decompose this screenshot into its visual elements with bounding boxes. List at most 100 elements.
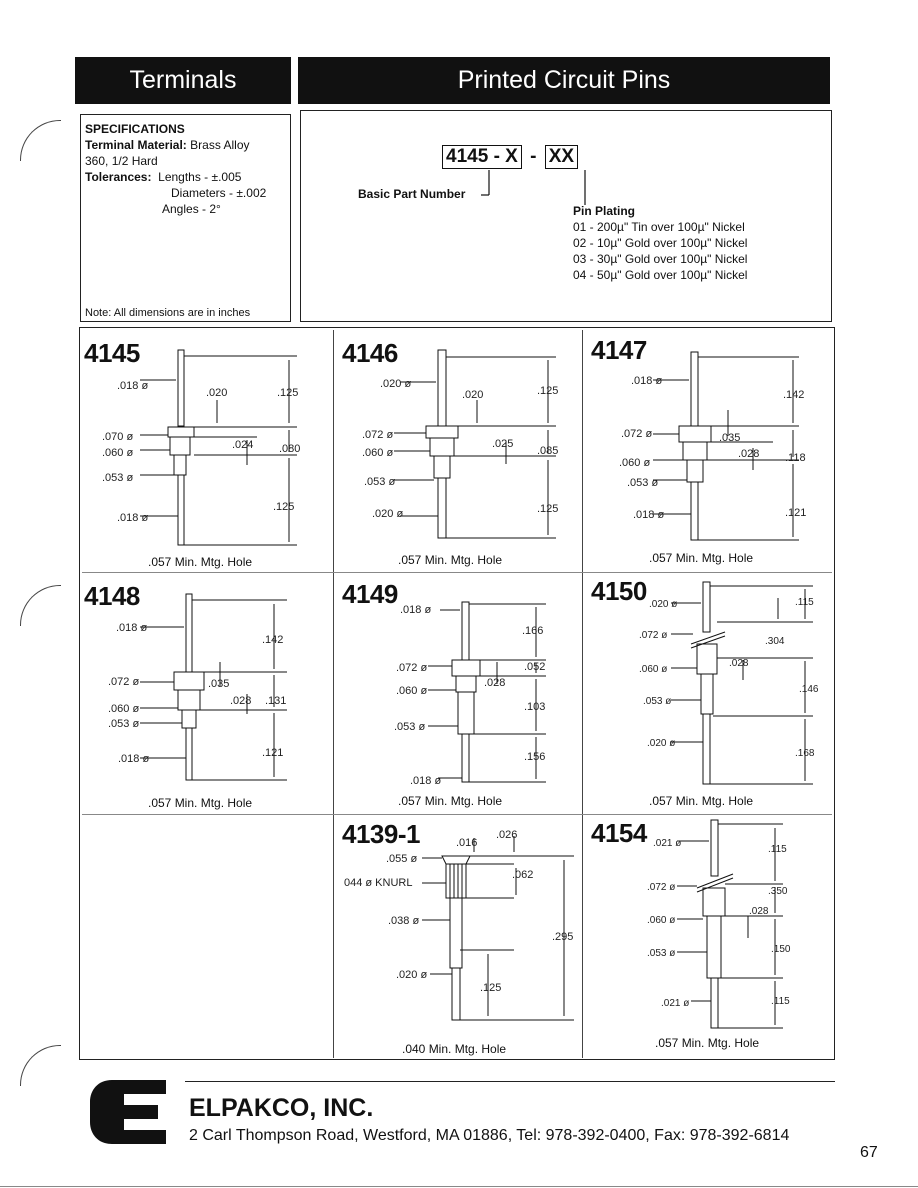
dim-label: .028 [738,448,759,460]
drawing-grid [79,327,835,1060]
dim-label: .028 [230,695,251,707]
dim-label: .016 [456,837,477,849]
dim-label: .072 ø [108,676,139,688]
part-number: 4148 [84,581,140,611]
dim-label: .125 [480,982,501,994]
grid-divider [333,330,334,1058]
dim-label: .053 ø [394,721,425,733]
dim-label: .020 [206,387,227,399]
part-cell-4147: 4147 .018 ø .072 ø .060 ø .053 ø .018 ø … [583,330,833,572]
dim-label: .142 [783,389,804,401]
dim-label: .053 ø [102,472,133,484]
dim-label: .072 ø [362,429,393,441]
dim-label: .035 [208,678,229,690]
dim-label: .121 [262,747,283,759]
dimension-labels: .020 ø .072 ø .060 ø .053 ø .020 ø .020 … [362,378,558,520]
pin-drawing [140,593,287,781]
material-label: Terminal Material: [85,138,187,152]
binder-hole-arc [20,585,61,626]
pin-drawing [671,581,813,785]
part-cell-4148: 4148 .018 ø .072 ø .060 ø .053 ø .018 ø … [82,574,332,814]
elpakco-logo [90,1080,166,1144]
dim-label: .115 [795,597,814,608]
part-number: 4139-1 [342,819,420,849]
pin-drawing [653,351,799,541]
dim-label: .018 ø [633,509,664,521]
part-number: 4147 [591,335,647,365]
part-code: 4145 - X - XX [442,145,579,169]
dim-label: .072 ø [621,428,652,440]
dim-label: .115 [768,844,787,855]
dim-label: .020 ø [380,378,411,390]
mounting-hole-label: .057 Min. Mtg. Hole [148,555,253,569]
dim-label: .021 ø [653,838,681,849]
dim-label: .018 ø [117,512,148,524]
dim-label: .053 ø [108,718,139,730]
dim-label: .350 [768,886,788,897]
dim-label: .018 ø [116,622,147,634]
dim-label: .060 ø [396,685,427,697]
dim-label: .125 [277,387,298,399]
dim-label: .072 ø [647,882,675,893]
dim-label: .060 ø [639,664,667,675]
mounting-hole-label: .057 Min. Mtg. Hole [148,796,253,810]
plating-option: 03 - 30µ" Gold over 100µ" Nickel [573,252,748,266]
dim-label: .053 ø [643,696,671,707]
dim-label: .156 [524,751,545,763]
plating-option: 02 - 10µ" Gold over 100µ" Nickel [573,236,748,250]
dimensions-note: Note: All dimensions are in inches [85,307,251,319]
mounting-hole-label: .057 Min. Mtg. Hole [649,551,754,565]
dim-label: .125 [537,385,558,397]
tolerance-angles: Angles - 2° [162,202,221,216]
company-name: ELPAKCO, INC. [189,1094,374,1122]
dim-label: .020 [462,389,483,401]
plating-option: 04 - 50µ" Gold over 100µ" Nickel [573,268,748,282]
dim-label: .018 ø [400,604,431,616]
part-cell-4145: 4145 .018 ø .070 ø .060 ø .053 ø .018 ø … [82,330,332,572]
tolerance-lengths: Lengths - ±.005 [158,170,242,184]
dim-label: .018 ø [631,375,662,387]
grid-divider [82,814,832,815]
dim-label: .020 ø [649,599,677,610]
dim-label: .062 [512,869,533,881]
material-value-2: 360, 1/2 Hard [85,154,158,168]
material-value: Brass Alloy [190,138,250,152]
dim-label: .060 ø [647,915,675,926]
specifications-box: SPECIFICATIONS Terminal Material: Brass … [80,114,291,322]
dim-label: .028 [749,906,769,917]
pin-drawing [428,601,546,783]
dim-label: .103 [524,701,545,713]
part-number: 4154 [591,818,647,848]
dim-label: .080 [279,443,300,455]
dim-label: .150 [771,944,791,955]
plating-list: Pin Plating 01 - 200µ" Tin over 100µ" Ni… [573,203,747,283]
part-code-box: 4145 - X - XX Basic Part Number Pin Plat… [300,110,832,322]
part-number: 4149 [342,579,398,609]
dim-label: .055 ø [386,853,417,865]
grid-divider [82,572,832,573]
plating-heading: Pin Plating [573,204,636,218]
part-code-leaders [481,170,586,205]
dimension-labels: .018 ø .072 ø .060 ø .053 ø .018 ø .028 … [394,604,545,787]
dim-label: .060 ø [619,457,650,469]
dim-label: .052 [524,661,545,673]
printed-circuit-pins-title: Printed Circuit Pins [457,66,671,94]
pin-drawing [140,349,297,546]
grid-divider [582,330,583,1058]
pin-drawing [677,819,783,1029]
dim-label: .026 [496,829,517,841]
dim-label: .053 ø [627,477,658,489]
dim-label: .072 ø [639,630,667,641]
dim-label: .060 ø [102,447,133,459]
mounting-hole-label: .057 Min. Mtg. Hole [398,553,503,567]
part-number: 4145 [84,338,140,368]
dim-label: .070 ø [102,431,133,443]
part-cell-4139-1: 4139-1 .055 ø 044 ø KNURL .038 ø .020 ø … [334,816,582,1058]
part-cell-4154: 4154 .021 ø .072 ø .060 ø .053 ø .021 ø … [583,816,833,1058]
mounting-hole-label: .057 Min. Mtg. Hole [398,794,503,808]
dim-label: .028 [729,658,749,669]
dim-label: .021 ø [661,998,689,1009]
dim-label: .060 ø [362,447,393,459]
dim-label: .020 ø [647,738,675,749]
logo-e-icon [90,1080,166,1144]
